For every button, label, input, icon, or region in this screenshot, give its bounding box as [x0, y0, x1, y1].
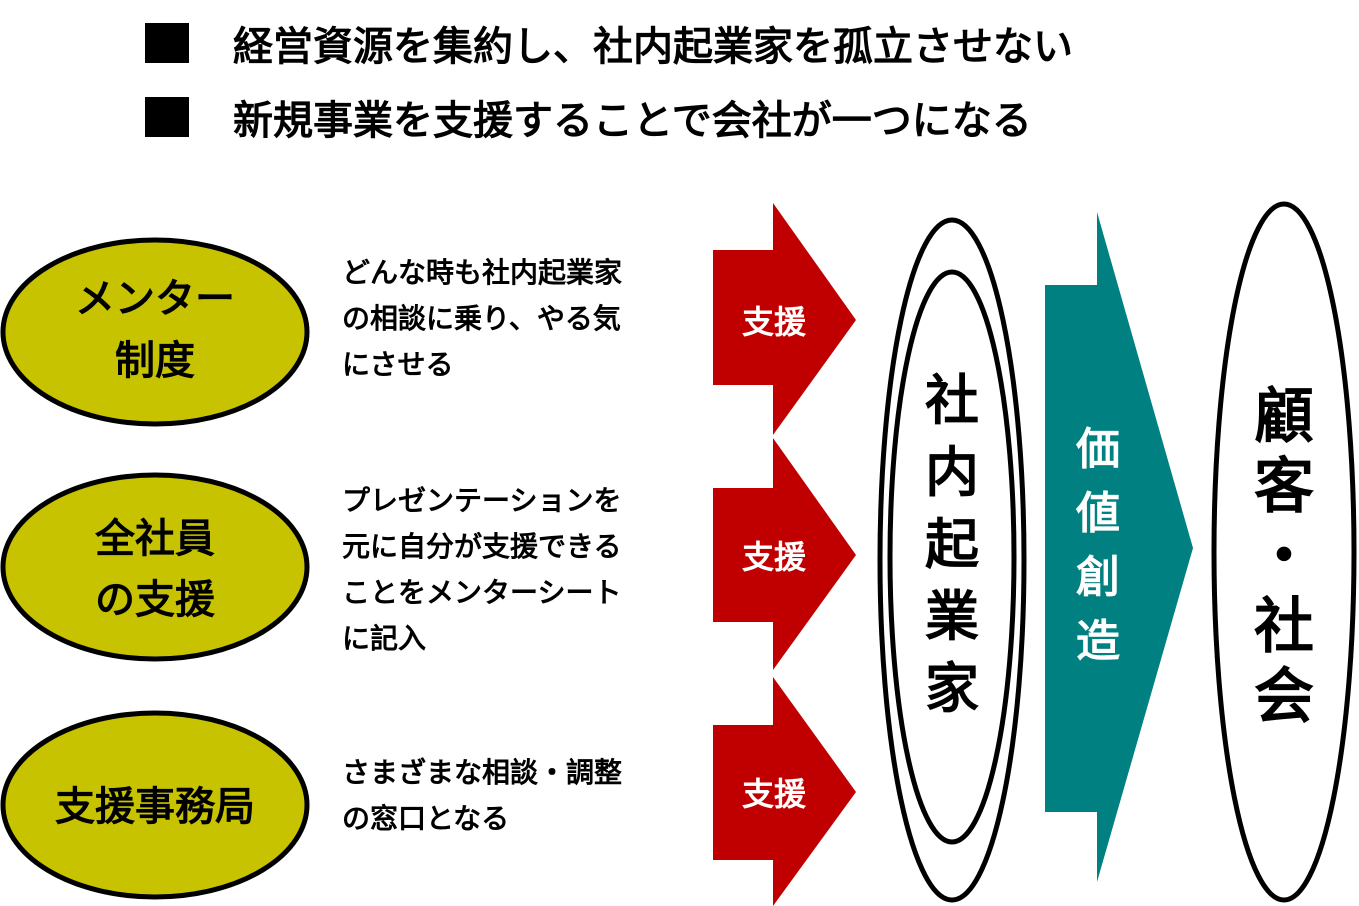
entrepreneur-char: 家 [925, 657, 979, 720]
support-arrow-1-label: 支援 [742, 303, 807, 341]
value-creation-char: 価 [1076, 424, 1120, 475]
support-arrow-2 [713, 438, 856, 670]
customer-society-char: 顧 [1254, 382, 1314, 452]
description-line: 元に自分が支援できる [342, 530, 622, 563]
description-line: の相談に乗り、やる気 [342, 302, 621, 335]
entrepreneur-char: 内 [925, 441, 979, 504]
value-creation-arrow [1045, 212, 1193, 882]
support-arrow-3-label: 支援 [742, 775, 807, 813]
description-line: にさせる [342, 348, 454, 381]
support-office-oval [0, 710, 310, 900]
all-employees-label-2: の支援 [95, 577, 216, 623]
description-line: どんな時も社内起業家 [342, 256, 623, 289]
customer-society-char: 社 [1254, 592, 1314, 662]
customer-society-char: 会 [1254, 662, 1314, 732]
support-arrow-1 [713, 203, 856, 435]
support-office-label: 支援事務局 [55, 784, 255, 830]
value-creation-char: 創 [1076, 552, 1120, 603]
description-line: に記入 [342, 622, 427, 655]
customer-society-char: ・ [1254, 522, 1314, 592]
value-creation-label: 価 値 創 造 [1065, 418, 1131, 674]
mentor-system-label-1: メンター [75, 276, 235, 322]
description-line: の窓口となる [342, 802, 510, 835]
customer-society-char: 客 [1254, 452, 1314, 522]
value-creation-char: 造 [1076, 616, 1120, 667]
entrepreneur-char: 社 [925, 369, 979, 432]
customer-society-label: 顧 客 ・ 社 会 [1246, 382, 1322, 732]
mentor-system-description: どんな時も社内起業家 の相談に乗り、やる気 にさせる [342, 250, 682, 388]
square-bullet-icon [145, 97, 189, 137]
bullet-text-2: 新規事業を支援することで会社が一つになる [233, 98, 1032, 144]
support-arrow-3 [713, 677, 856, 906]
entrepreneur-char: 起 [925, 513, 979, 576]
value-creation-char: 値 [1076, 488, 1120, 539]
bullet-text-1: 経営資源を集約し、社内起業家を孤立させない [233, 24, 1073, 70]
entrepreneur-char: 業 [925, 585, 979, 648]
square-bullet-icon [145, 23, 189, 63]
customer-society-ellipse [1211, 201, 1357, 903]
mentor-system-oval [0, 237, 310, 427]
description-line: プレゼンテーションを [342, 484, 622, 517]
description-line: さまざまな相談・調整 [342, 756, 623, 789]
entrepreneur-inner-ellipse [887, 269, 1017, 845]
bullet-line-1: 経営資源を集約し、社内起業家を孤立させない [145, 18, 1073, 70]
all-employees-label-1: 全社員 [94, 516, 215, 562]
support-arrow-2-label: 支援 [742, 538, 807, 576]
all-employees-description: プレゼンテーションを 元に自分が支援できる ことをメンターシート に記入 [342, 478, 682, 662]
all-employees-oval [0, 472, 310, 662]
support-office-description: さまざまな相談・調整 の窓口となる [342, 750, 682, 842]
description-line: ことをメンターシート [342, 576, 622, 609]
bullet-line-2: 新規事業を支援することで会社が一つになる [145, 92, 1032, 144]
mentor-system-label-2: 制度 [115, 338, 195, 384]
entrepreneur-label: 社 内 起 業 家 [917, 365, 987, 725]
